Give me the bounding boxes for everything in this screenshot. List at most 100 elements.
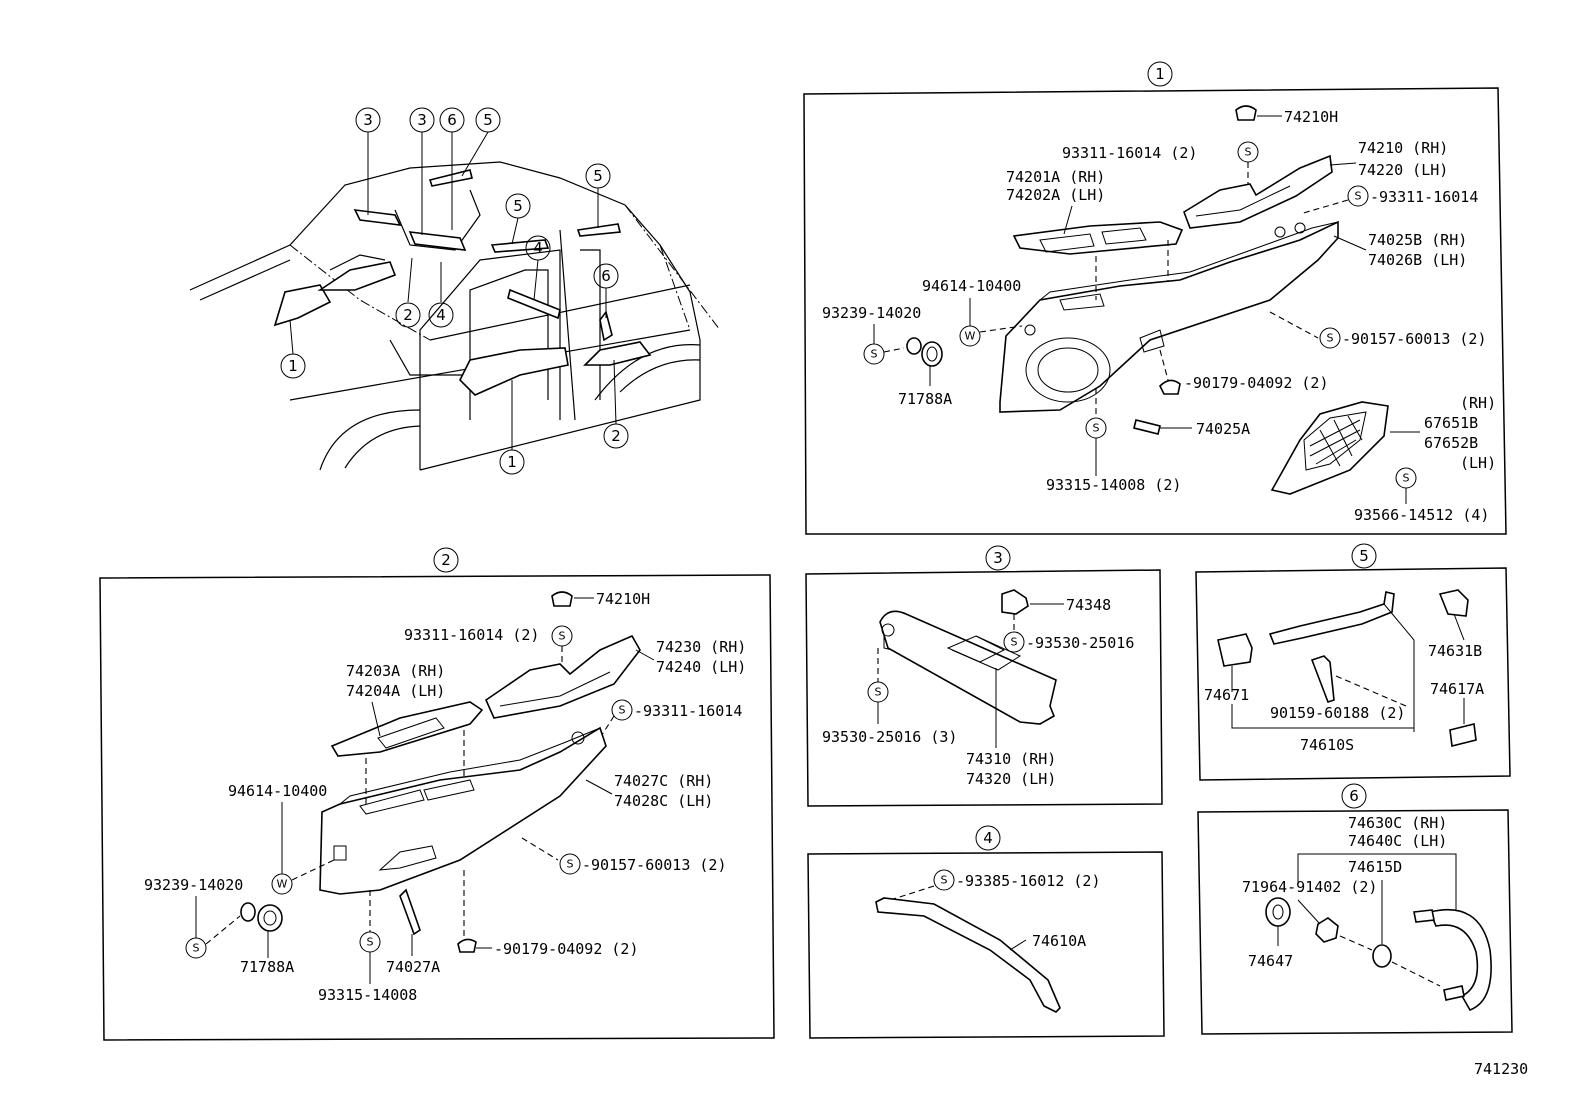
label-p1-74220LH: 74220 (LH) [1358, 161, 1448, 179]
svg-text:S: S [619, 704, 626, 717]
panel-3-number: 3 [993, 549, 1003, 567]
label-p2-74028C: 74028C (LH) [614, 792, 713, 810]
overview-callout-1a: 1 [280, 353, 306, 379]
panel-3: 3 74348 S -93530-25016 S 93530-25016 (3)… [805, 545, 1163, 807]
svg-text:3: 3 [417, 111, 427, 129]
svg-text:S: S [559, 630, 566, 643]
label-p1-93311-single: -93311-16014 [1370, 188, 1478, 206]
label-p1-71788A: 71788A [898, 390, 952, 408]
overview-callout-4b: 4 [428, 302, 454, 328]
label-p2-74210H: 74210H [596, 590, 650, 608]
label-p1-74201A: 74201A (RH) [1006, 168, 1105, 186]
svg-text:S: S [1093, 422, 1100, 435]
label-p1-74026B: 74026B (LH) [1368, 251, 1467, 269]
svg-text:4: 4 [533, 239, 543, 257]
label-p5-74671: 74671 [1204, 686, 1249, 704]
label-p3-93530-single: -93530-25016 [1026, 634, 1134, 652]
label-p5-90159: 90159-60188 (2) [1270, 704, 1405, 722]
svg-text:S: S [193, 942, 200, 955]
label-p2-74027C: 74027C (RH) [614, 772, 713, 790]
label-p3-74348: 74348 [1066, 596, 1111, 614]
svg-text:S: S [1355, 190, 1362, 203]
panel-4: 4 S -93385-16012 (2) 74610A [807, 825, 1165, 1039]
label-p2-74230: 74230 (RH) [656, 638, 746, 656]
svg-text:S: S [941, 874, 948, 887]
svg-text:6: 6 [447, 111, 457, 129]
label-p2-93311-2: 93311-16014 (2) [404, 626, 539, 644]
label-p1-94614: 94614-10400 [922, 277, 1021, 295]
label-p6-71964: 71964-91402 (2) [1242, 878, 1377, 896]
label-p5-74631B: 74631B [1428, 642, 1482, 660]
panel-1: 1 74210H 93311-16014 (2) S 74210 (RH) 74… [803, 61, 1507, 535]
label-p1-90157: -90157-60013 (2) [1342, 330, 1487, 348]
svg-text:2: 2 [611, 427, 621, 445]
svg-text:3: 3 [363, 111, 373, 129]
panel-6-number: 6 [1349, 787, 1359, 805]
svg-text:S: S [1327, 332, 1334, 345]
overview-callout-3a: 3 [355, 107, 381, 133]
label-p4-74610A: 74610A [1032, 932, 1086, 950]
label-p2-71788A: 71788A [240, 958, 294, 976]
svg-text:S: S [1011, 636, 1018, 649]
label-p2-74240: 74240 (LH) [656, 658, 746, 676]
svg-text:2: 2 [403, 306, 413, 324]
overview-callout-2a: 2 [395, 302, 421, 328]
svg-text:W: W [277, 878, 288, 891]
label-p6-74615D: 74615D [1348, 858, 1402, 876]
label-p3-93530-3: 93530-25016 (3) [822, 728, 957, 746]
label-p2-93239: 93239-14020 [144, 876, 243, 894]
panel-4-number: 4 [983, 829, 993, 847]
svg-text:S: S [1403, 472, 1410, 485]
svg-text:S: S [567, 858, 574, 871]
svg-text:1: 1 [507, 453, 517, 471]
label-p2-93311-single: -93311-16014 [634, 702, 742, 720]
label-p1-67652B-lh: (LH) [1460, 454, 1496, 472]
label-p2-93315: 93315-14008 [318, 986, 417, 1004]
label-p1-93311-2: 93311-16014 (2) [1062, 144, 1197, 162]
svg-text:S: S [875, 686, 882, 699]
overview-callout-5b: 5 [505, 193, 531, 219]
vehicle-overview: 3 3 6 5 5 5 4 6 2 4 1 1 2 [189, 107, 721, 475]
label-p6-74640C: 74640C (LH) [1348, 832, 1447, 850]
label-p5-74617A: 74617A [1430, 680, 1484, 698]
svg-text:5: 5 [593, 167, 603, 185]
svg-text:S: S [1245, 146, 1252, 159]
panel-1-number: 1 [1155, 65, 1165, 83]
label-p1-74210H: 74210H [1284, 108, 1338, 126]
label-p6-74647: 74647 [1248, 952, 1293, 970]
label-p1-67652B: 67652B [1424, 434, 1478, 452]
panel-5: 5 74671 74631B 90159-60188 (2) 74617A 74… [1195, 543, 1511, 781]
label-p2-74027A: 74027A [386, 958, 440, 976]
label-p2-94614: 94614-10400 [228, 782, 327, 800]
label-p1-90179: -90179-04092 (2) [1184, 374, 1329, 392]
label-p6-74630C: 74630C (RH) [1348, 814, 1447, 832]
overview-callout-4a: 4 [525, 235, 551, 261]
diagram-code: 741230 [1474, 1060, 1528, 1078]
label-p1-74210RH: 74210 (RH) [1358, 139, 1448, 157]
svg-text:5: 5 [513, 197, 523, 215]
label-p1-67651B-rh: (RH) [1460, 394, 1496, 412]
overview-callout-2b: 2 [603, 423, 629, 449]
label-p1-93239: 93239-14020 [822, 304, 921, 322]
label-p1-93566: 93566-14512 (4) [1354, 506, 1489, 524]
label-p2-74204A: 74204A (LH) [346, 682, 445, 700]
svg-text:1: 1 [288, 357, 298, 375]
panel-5-number: 5 [1359, 547, 1369, 565]
overview-callout-6b: 6 [593, 263, 619, 289]
label-p1-74202A: 74202A (LH) [1006, 186, 1105, 204]
label-p3-74310: 74310 (RH) [966, 750, 1056, 768]
overview-callout-5a: 5 [475, 107, 501, 133]
label-p2-74203A: 74203A (RH) [346, 662, 445, 680]
panel-6: 6 74630C (RH) 74640C (LH) 74615D 71964-9… [1197, 783, 1513, 1035]
overview-callout-5c: 5 [585, 163, 611, 189]
svg-text:S: S [871, 348, 878, 361]
label-p1-67651B: 67651B [1424, 414, 1478, 432]
label-p5-74610S: 74610S [1300, 736, 1354, 754]
label-p4-93385: -93385-16012 (2) [956, 872, 1101, 890]
overview-callout-3b: 3 [409, 107, 435, 133]
panel-2-number: 2 [441, 551, 451, 569]
svg-text:S: S [367, 936, 374, 949]
svg-text:6: 6 [601, 267, 611, 285]
svg-text:W: W [965, 330, 976, 343]
label-p1-74025A: 74025A [1196, 420, 1250, 438]
